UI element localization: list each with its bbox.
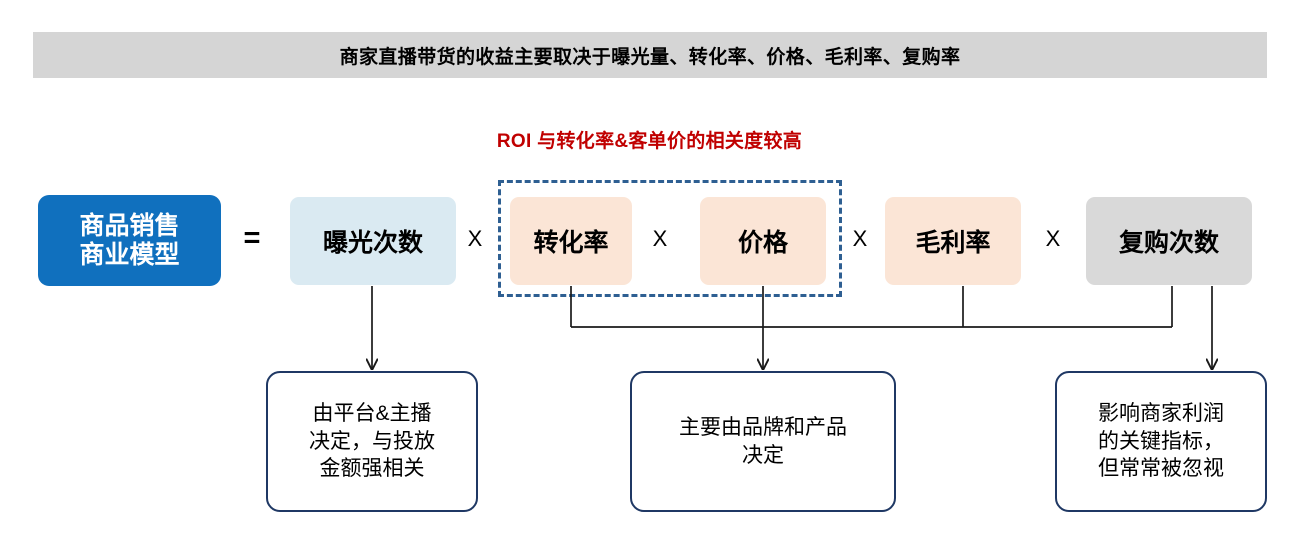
callout-line: 但常常被忽视 [1098, 457, 1224, 481]
term-box-price[interactable]: 价格 [700, 197, 826, 285]
model-label-box: 商品销售 商业模型 [38, 195, 221, 286]
callout-line: 影响商家利润 [1098, 401, 1224, 425]
model-label-line2: 商业模型 [79, 240, 180, 269]
callout-line: 决定 [742, 443, 784, 467]
roi-annotation-text: ROI 与转化率&客单价的相关度较高 [496, 131, 803, 152]
operator-multiply-3: X [852, 226, 868, 251]
highlight-dashed-rectangle [498, 180, 842, 297]
callout-line: 决定，与投放 [309, 429, 435, 453]
term-box-exposure[interactable]: 曝光次数 [290, 197, 456, 285]
callout-box-repurchase[interactable]: 影响商家利润 的关键指标， 但常常被忽视 [1055, 371, 1267, 512]
term-box-conversion[interactable]: 转化率 [510, 197, 632, 285]
callout-line: 由平台&主播 [312, 401, 432, 425]
term-box-repurchase[interactable]: 复购次数 [1086, 197, 1252, 285]
operator-multiply-2: X [652, 226, 668, 251]
term-box-gross-margin[interactable]: 毛利率 [885, 197, 1021, 285]
callout-box-exposure[interactable]: 由平台&主播 决定，与投放 金额强相关 [266, 371, 478, 512]
callout-line: 金额强相关 [319, 457, 425, 481]
callout-line: 的关键指标， [1098, 429, 1224, 453]
equals-sign: = [243, 222, 261, 254]
operator-multiply-4: X [1045, 226, 1061, 251]
header-bar: 商家直播带货的收益主要取决于曝光量、转化率、价格、毛利率、复购率 [33, 32, 1267, 78]
callout-box-conversion-price[interactable]: 主要由品牌和产品 决定 [630, 371, 896, 512]
page-title: 商家直播带货的收益主要取决于曝光量、转化率、价格、毛利率、复购率 [339, 46, 961, 68]
operator-multiply-1: X [467, 226, 483, 251]
callout-line: 主要由品牌和产品 [679, 415, 847, 439]
model-label-line1: 商品销售 [79, 211, 180, 240]
